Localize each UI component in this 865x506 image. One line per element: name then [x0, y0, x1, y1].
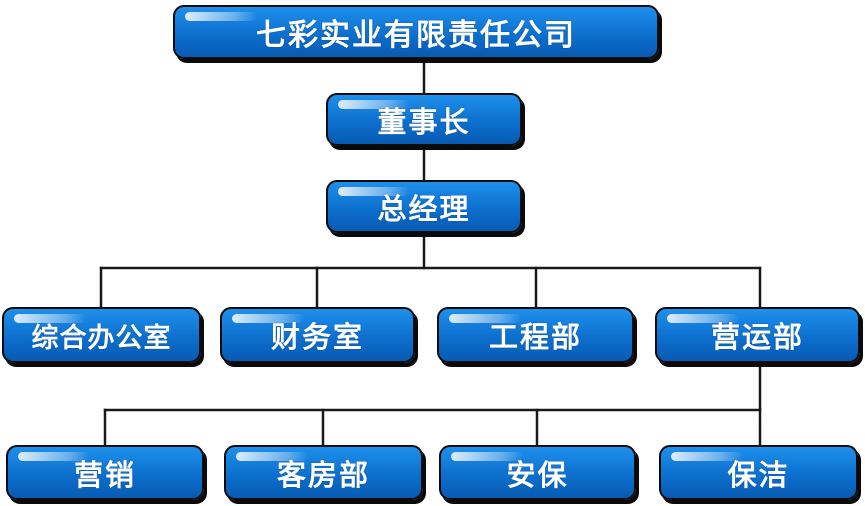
node-cleaning: 保洁: [659, 445, 858, 500]
node-sales: 营销: [6, 445, 204, 500]
node-sales-label: 营销: [73, 457, 136, 492]
node-general-manager-label: 总经理: [377, 191, 471, 226]
node-chairman: 董事长: [326, 93, 522, 146]
node-housekeeping-label: 客房部: [276, 457, 370, 492]
node-security-label: 安保: [506, 457, 569, 492]
node-security: 安保: [439, 445, 636, 500]
node-engineering: 工程部: [437, 307, 634, 363]
node-company: 七彩实业有限责任公司: [173, 5, 659, 59]
node-general-office: 综合办公室: [2, 307, 201, 363]
node-company-label: 七彩实业有限责任公司: [256, 18, 576, 53]
node-finance: 财务室: [220, 307, 415, 363]
node-chairman-label: 董事长: [377, 104, 471, 139]
node-engineering-label: 工程部: [488, 320, 582, 354]
node-operations-label: 营运部: [710, 320, 804, 354]
node-cleaning-label: 保洁: [727, 457, 790, 492]
node-general-manager: 总经理: [326, 180, 522, 233]
node-general-office-label: 综合办公室: [31, 322, 172, 354]
node-finance-label: 财务室: [270, 320, 364, 354]
node-operations: 营运部: [655, 307, 860, 363]
node-housekeeping: 客房部: [224, 445, 423, 500]
